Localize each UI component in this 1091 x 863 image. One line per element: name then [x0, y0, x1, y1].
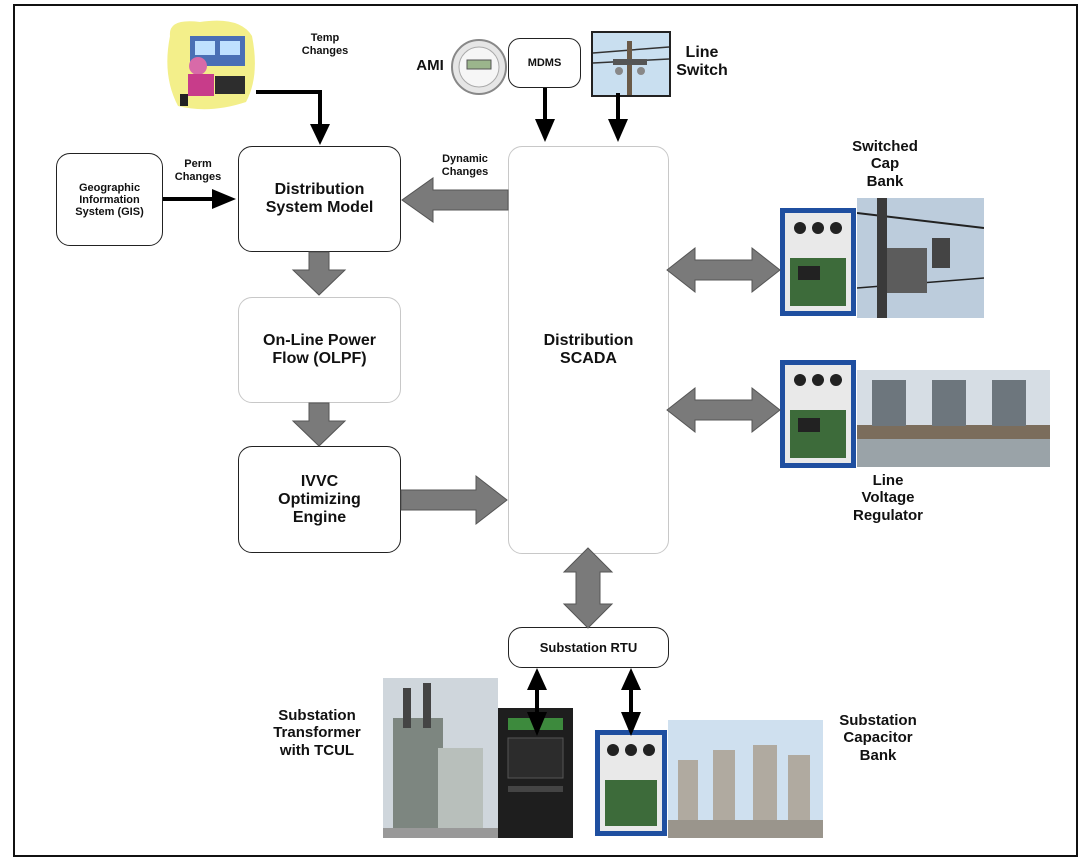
temp-changes-label: Temp Changes	[301, 32, 349, 57]
line-switch-photo-icon	[591, 31, 671, 97]
rtu-capacitor-arrowhead-up	[621, 668, 641, 690]
perm-changes-arrowhead	[212, 189, 236, 209]
mdms-box: MDMS	[508, 38, 581, 88]
ivvc-box: IVVC Optimizing Engine	[238, 446, 401, 553]
mdms-arrow	[543, 88, 547, 122]
substation-rtu-box: Substation RTU	[508, 627, 669, 668]
temp-changes-arrowhead	[310, 124, 330, 145]
operator-clipart-icon	[160, 16, 260, 114]
switched-cap-bank-label: Switched Cap Bank	[852, 138, 918, 190]
olpf-ivvc-arrow	[291, 402, 347, 447]
ami-label: AMI	[416, 57, 444, 74]
scada-rtu-arrow	[562, 547, 614, 629]
rtu-capacitor-arrowhead-down	[621, 712, 641, 736]
substation-transformer-label: Substation Transformer with TCUL	[273, 707, 361, 759]
mdms-arrowhead	[535, 119, 555, 142]
substation-capacitor-bank-label: Substation Capacitor Bank	[839, 712, 917, 764]
dsm-olpf-arrow	[291, 251, 347, 296]
dynamic-changes-arrow	[401, 177, 509, 223]
line-voltage-regulator-label: Line Voltage Regulator	[852, 472, 923, 524]
substation-cap-controller-icon	[595, 730, 667, 836]
substation-transformer-photo-icon	[383, 678, 498, 838]
line-switch-arrow	[616, 93, 620, 122]
cap-bank-controller-icon	[780, 208, 856, 316]
olpf-box: On-Line Power Flow (OLPF)	[238, 297, 401, 403]
gis-box: Geographic Information System (GIS)	[56, 153, 163, 246]
distribution-scada-box: Distribution SCADA	[508, 146, 669, 554]
ami-meter-icon	[450, 36, 508, 98]
line-switch-label: Line Switch	[676, 44, 728, 80]
scada-capbank-arrow	[666, 246, 781, 294]
rtu-transformer-arrow	[535, 685, 539, 717]
regulator-controller-icon	[780, 360, 856, 468]
ivvc-scada-arrow	[400, 474, 508, 526]
perm-changes-arrow	[163, 197, 215, 201]
substation-capacitor-photo-icon	[668, 720, 823, 838]
cap-bank-photo-icon	[857, 198, 984, 318]
dynamic-changes-label: Dynamic Changes	[441, 153, 489, 178]
line-switch-arrowhead	[608, 119, 628, 142]
rtu-transformer-arrowhead-down	[527, 712, 547, 736]
temp-changes-arrow-shaft	[318, 90, 322, 128]
voltage-regulator-photo-icon	[857, 370, 1050, 467]
rtu-capacitor-arrow	[629, 685, 633, 717]
rtu-transformer-arrowhead-up	[527, 668, 547, 690]
scada-regulator-arrow	[666, 386, 781, 434]
perm-changes-label: Perm Changes	[174, 158, 222, 183]
temp-changes-arrow	[256, 90, 322, 94]
